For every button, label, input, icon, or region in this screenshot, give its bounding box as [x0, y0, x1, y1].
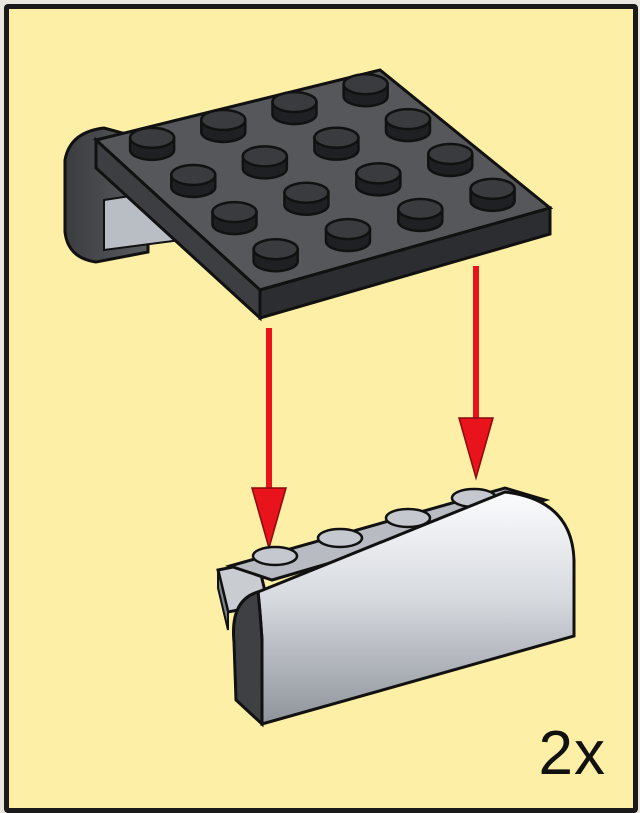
plate-stud-top [130, 128, 174, 148]
plate-stud-top [243, 146, 287, 166]
plate-stud-top [272, 92, 316, 112]
plate-stud-top [254, 239, 298, 259]
plate-stud-top [201, 110, 245, 130]
plate-stud-top [212, 202, 256, 222]
plate-stud-top [356, 163, 400, 183]
plate-stud-top [344, 74, 388, 94]
plate-stud-top [314, 128, 358, 148]
plate-stud-top [471, 179, 515, 199]
plate-stud-top [398, 199, 442, 219]
plate-stud-top [171, 165, 215, 185]
plate-stud-top [386, 109, 430, 129]
quantity-label: 2x [539, 718, 606, 789]
arrow-right [459, 266, 493, 478]
arrow-left [252, 328, 286, 548]
plate-stud-top [284, 183, 328, 203]
plate-stud-top [326, 219, 370, 239]
plate-stud-top [428, 144, 472, 164]
